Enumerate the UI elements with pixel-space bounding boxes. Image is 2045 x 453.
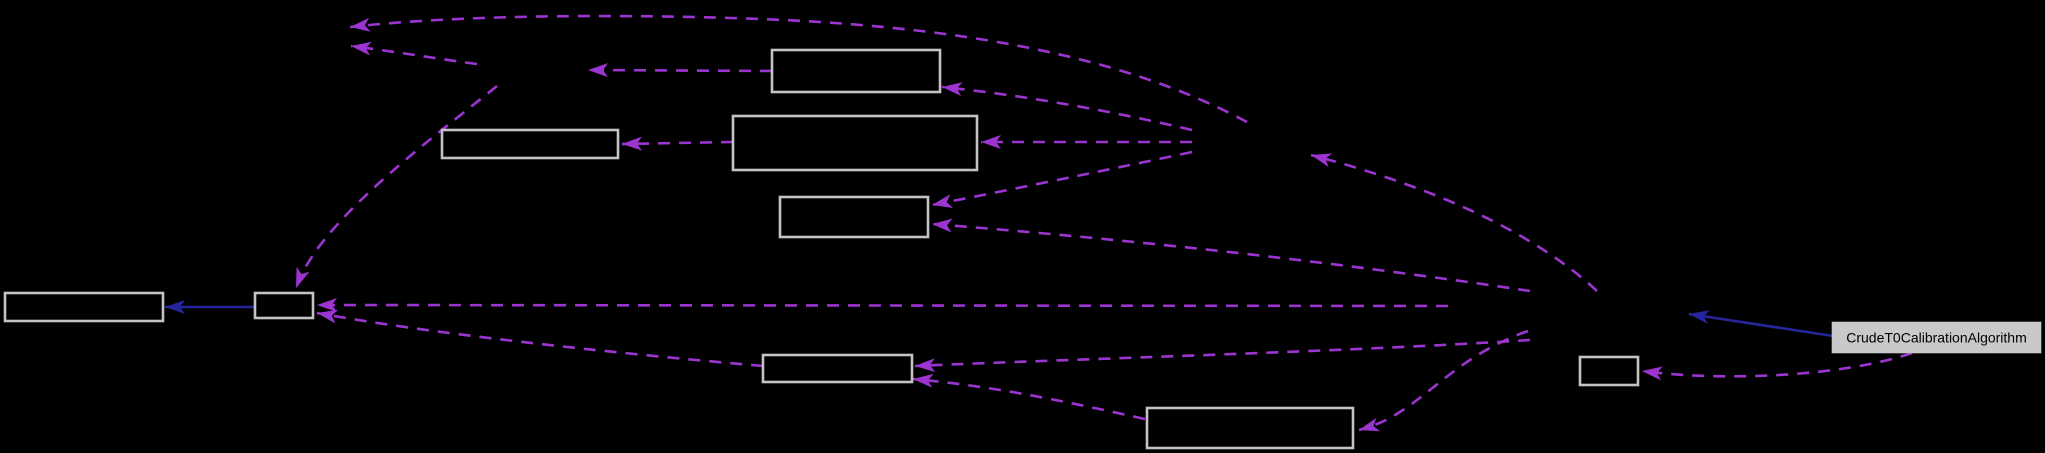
node-unlabeled-3-box[interactable] (440, 128, 620, 160)
node-unlabeled-9[interactable] (1578, 355, 1640, 387)
usage-arrowhead-icon (351, 41, 372, 56)
inheritance-arrowhead-icon (165, 300, 185, 314)
usage-edge-14 (912, 377, 1146, 421)
usage-edge-1 (621, 140, 734, 146)
usage-arrowhead-icon (1642, 366, 1663, 381)
usage-arrowhead-icon (1359, 417, 1381, 432)
usage-edge-16 (1641, 351, 1913, 378)
usage-arrowhead-icon (981, 135, 1001, 149)
usage-edge-2 (941, 85, 1193, 132)
node-unlabeled-4[interactable] (778, 195, 930, 239)
usage-edge-7 (349, 14, 1248, 124)
inheritance-arrowhead-icon (1689, 310, 1710, 324)
node-unlabeled-7[interactable] (761, 353, 914, 384)
usage-arrowhead-icon (622, 136, 643, 151)
node-crude-t0-calibration-algorithm-label: CrudeT0CalibrationAlgorithm (1846, 330, 2027, 346)
usage-arrowhead-icon (913, 373, 934, 388)
usage-arrowhead-icon (932, 194, 953, 208)
usage-edge-9 (316, 311, 764, 368)
node-unlabeled-5-box[interactable] (3, 291, 165, 323)
usage-arrowhead-icon (942, 82, 963, 96)
usage-arrowhead-icon (1311, 153, 1333, 167)
usage-edge-11 (587, 68, 773, 73)
node-unlabeled-9-box[interactable] (1578, 355, 1640, 387)
node-unlabeled-1-box[interactable] (770, 48, 942, 94)
node-unlabeled-4-box[interactable] (778, 195, 930, 239)
usage-arrowhead-icon (932, 218, 953, 233)
node-unlabeled-2-box[interactable] (731, 114, 979, 172)
node-unlabeled-6-box[interactable] (253, 291, 315, 320)
usage-arrowhead-icon (350, 17, 371, 32)
usage-arrowhead-icon (915, 358, 936, 373)
usage-edge-15 (914, 338, 1531, 368)
usage-arrowhead-icon (317, 298, 337, 312)
usage-edge-5 (931, 222, 1531, 293)
usage-arrowhead-icon (317, 309, 338, 324)
node-crude-t0-calibration-algorithm-box (1831, 321, 2042, 354)
usage-edge-10 (294, 84, 498, 289)
node-unlabeled-2[interactable] (731, 114, 979, 172)
node-unlabeled-5[interactable] (3, 291, 165, 323)
usage-edge-4 (931, 150, 1193, 207)
inheritance-edge-1 (1688, 312, 1834, 338)
usage-edge-8 (316, 303, 1449, 308)
usage-edge-12 (350, 44, 478, 66)
node-unlabeled-6[interactable] (253, 291, 315, 320)
node-unlabeled-3[interactable] (440, 128, 620, 160)
usage-edge-6 (1310, 153, 1598, 292)
usage-arrowhead-icon (588, 63, 608, 78)
usage-arrowhead-icon (296, 266, 310, 288)
node-unlabeled-8[interactable] (1145, 406, 1355, 450)
node-crude-t0-calibration-algorithm: CrudeT0CalibrationAlgorithm (1831, 321, 2042, 354)
node-unlabeled-8-box[interactable] (1145, 406, 1355, 450)
node-unlabeled-1[interactable] (770, 48, 942, 94)
node-unlabeled-7-box[interactable] (761, 353, 914, 384)
